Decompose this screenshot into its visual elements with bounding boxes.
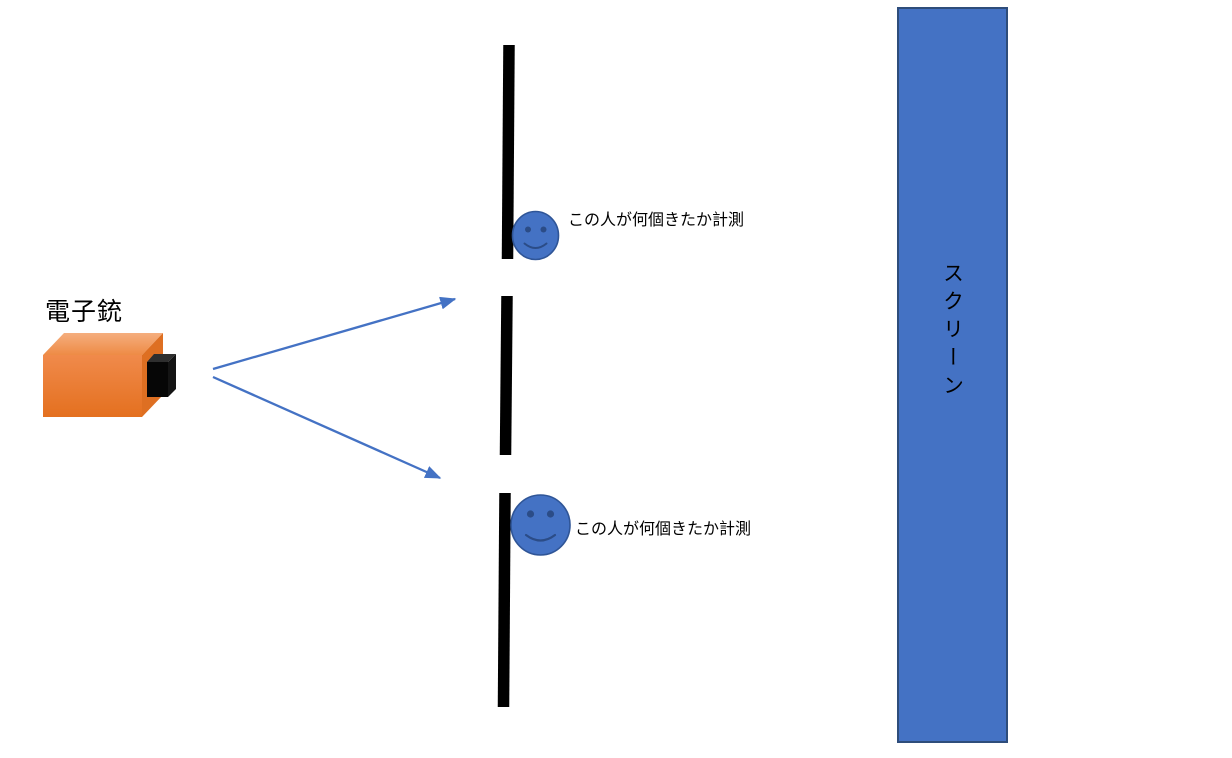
top-detector-label: この人が何個きたか計測 xyxy=(568,210,745,229)
electron-gun-label: 電子銃 xyxy=(45,297,124,326)
slit-barrier xyxy=(497,44,515,708)
smiley-eye xyxy=(526,510,535,518)
smiley-eye xyxy=(525,226,531,233)
gun-top-face xyxy=(43,333,163,355)
electron-gun-icon xyxy=(43,333,176,417)
smiley-eye xyxy=(540,226,547,233)
barrier-bottom-segment xyxy=(497,492,511,708)
smiley-face-icon xyxy=(511,210,560,261)
gun-front-face xyxy=(43,355,142,417)
electron-beam-arrow-top xyxy=(212,296,457,371)
smiley-mouth xyxy=(523,242,548,249)
barrier-middle-segment xyxy=(499,295,513,456)
nozzle-side-face xyxy=(168,354,176,397)
bottom-detector-label: この人が何個きたか計測 xyxy=(575,519,752,538)
electron-beam-arrows xyxy=(212,296,457,480)
nozzle-top-face xyxy=(147,354,176,362)
electron-beam-arrow-bottom xyxy=(212,375,442,480)
nozzle-front-face xyxy=(147,362,168,397)
barrier-top-segment xyxy=(501,44,515,260)
smiley-mouth xyxy=(524,533,557,542)
smiley-eye xyxy=(546,510,555,518)
screen-label: スクリーン xyxy=(940,262,965,402)
smiley-face-icon xyxy=(510,494,571,556)
screen-panel: スクリーン xyxy=(897,7,1008,743)
